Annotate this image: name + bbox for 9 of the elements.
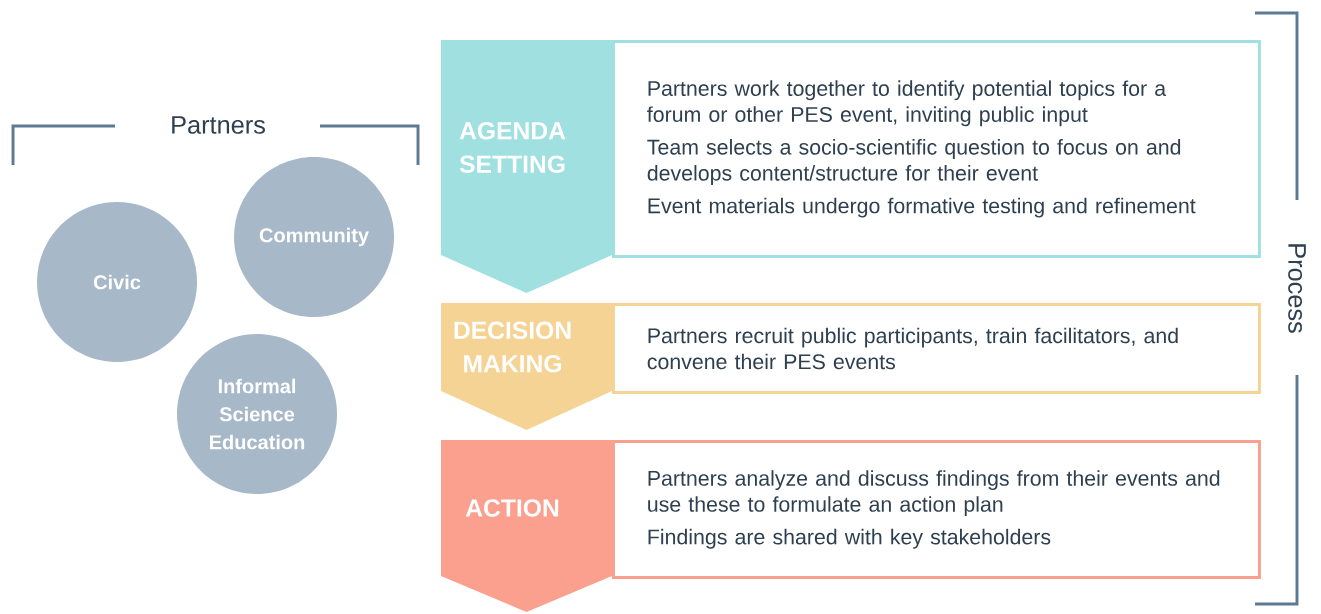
- heading: Process: [1288, 244, 1306, 333]
- stage-banner: AGENDA SETTING: [441, 40, 612, 293]
- stage-banner: DECISION MAKING: [441, 303, 612, 430]
- heading: Partners: [172, 116, 265, 134]
- text-box: Partners work together to identify potential topics for a forum or other PES event, inviting public input Team selects a socio-scientific question to focus on and develops content/structure for their event Event materials undergo formative testing and refinement: [612, 40, 1261, 258]
- stage-banner: ACTION: [441, 440, 612, 612]
- text-box: Partners recruit public participants, train facilitators, and convene their PES events: [612, 303, 1261, 394]
- node-label: AGENDA SETTING: [459, 122, 566, 173]
- text-box: Partners analyze and discuss findings from their events and use these to formulate an action plan Findings are shared with key stakeholders: [612, 440, 1261, 579]
